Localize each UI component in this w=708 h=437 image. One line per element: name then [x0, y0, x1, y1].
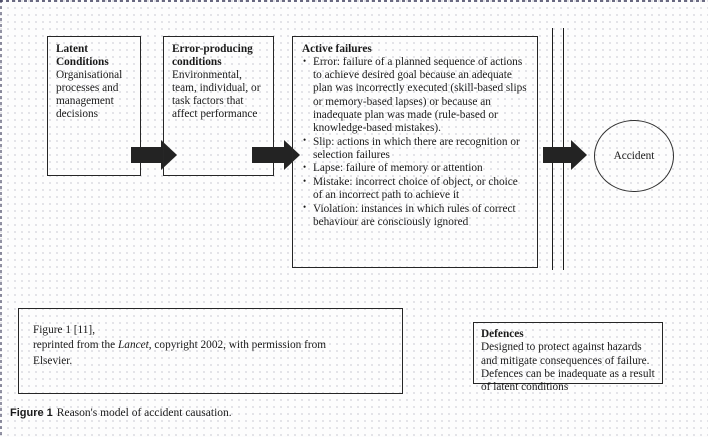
credit-line-3: Elsevier. — [33, 354, 73, 367]
credit-line-2: reprinted from the Lancet, copyright 200… — [33, 338, 392, 353]
arrow-shaft — [252, 147, 284, 163]
credit-line-2-after: , copyright 2002, with permission from — [148, 339, 327, 352]
list-item: Lapse: failure of memory or attention — [302, 162, 529, 175]
source-credit-box: Figure 1 [11], reprinted from the Lancet… — [18, 308, 403, 394]
credit-line-1: Figure 1 [11], — [33, 324, 96, 336]
defences-title: Defences — [481, 328, 524, 340]
latent-conditions-body: Organisational processes and management … — [56, 69, 123, 121]
error-producing-conditions-title: Error-producing conditions — [172, 43, 253, 69]
active-failures-title: Active failures — [302, 43, 372, 55]
arrow-shaft — [543, 147, 571, 163]
defences-body: Designed to protect against hazards and … — [481, 341, 655, 394]
latent-conditions-title: Latent Conditions — [56, 43, 109, 69]
credit-journal-name: Lancet — [118, 339, 149, 352]
arrow-shaft — [131, 147, 161, 163]
arrow-head — [571, 140, 587, 170]
list-item: Violation: instances in which rules of c… — [302, 202, 529, 229]
arrow-head — [161, 140, 177, 170]
figure-caption-label: Figure 1 — [10, 407, 53, 419]
accident-label: Accident — [613, 150, 655, 162]
active-failures-box: Active failures Error: failure of a plan… — [292, 36, 538, 268]
page-left-edge — [0, 0, 2, 437]
list-item: Mistake: incorrect choice of object, or … — [302, 175, 529, 202]
page-top-edge — [0, 0, 708, 2]
arrow-latent-to-error-producing — [131, 140, 177, 170]
credit-line-2-before: reprinted from the — [33, 339, 119, 352]
accident-outcome-circle: Accident — [594, 120, 674, 192]
list-item: Slip: actions in which there are recogni… — [302, 135, 529, 162]
error-producing-conditions-body: Environmental, team, individual, or task… — [172, 69, 261, 121]
active-failures-list: Error: failure of a planned sequence of … — [302, 56, 529, 229]
error-producing-conditions-box: Error-producing conditions Environmental… — [163, 36, 274, 176]
defences-box: Defences Designed to protect against haz… — [473, 322, 663, 393]
latent-conditions-box: Latent Conditions Organisational process… — [47, 36, 141, 176]
figure-caption-text: Reason's model of accident causation. — [56, 407, 232, 419]
arrow-through-defences-to-accident — [543, 140, 587, 170]
list-item: Error: failure of a planned sequence of … — [302, 56, 529, 135]
